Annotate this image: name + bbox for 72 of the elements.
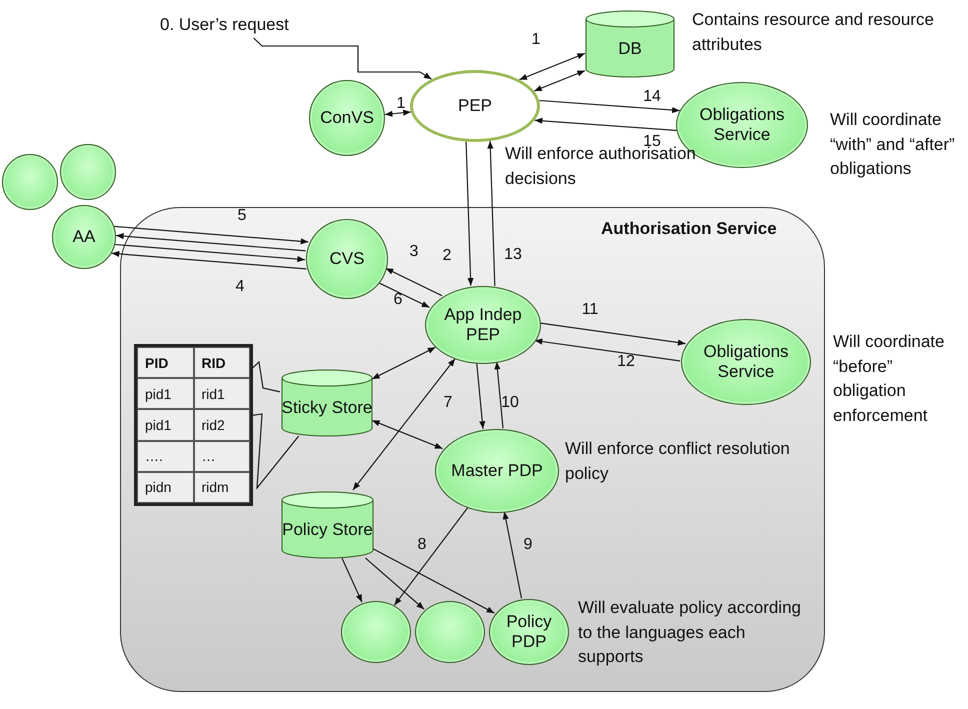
- connector-arrow: [384, 110, 411, 117]
- step-number: 3: [410, 243, 418, 261]
- connector-arrow: [372, 548, 495, 614]
- service-container: [120, 207, 825, 692]
- annotation-text: Will enforce conflict resolution policy: [565, 438, 791, 485]
- service-ellipse: Master PDP: [435, 429, 559, 513]
- annotation-text: Will coordinate “before” obligation enforcement: [833, 331, 946, 427]
- connector-arrow: [112, 250, 307, 270]
- step-number: 11: [582, 301, 598, 319]
- connector-arrow: [519, 52, 586, 80]
- data-table: [134, 344, 253, 506]
- connector-arrow: [372, 420, 443, 450]
- request-text: 0. User’s request: [160, 12, 320, 38]
- step-number: 13: [504, 246, 522, 264]
- column-header: RID: [194, 347, 250, 378]
- connector-arrow: [378, 282, 430, 308]
- table-cell: ….: [137, 440, 194, 472]
- step-number: 4: [236, 278, 244, 296]
- container-title: Authorisation Service: [601, 218, 777, 240]
- annotation-text: Contains resource and resource attributes: [692, 9, 935, 56]
- connector-arrow: [534, 338, 680, 362]
- service-ellipse: AA: [52, 205, 116, 269]
- step-number: 14: [643, 88, 661, 106]
- service-ellipse: App Indep PEP: [425, 286, 541, 364]
- connector-arrow: [365, 558, 424, 610]
- datastore-cylinder: DB: [585, 10, 675, 78]
- step-number: 5: [238, 207, 246, 225]
- service-ellipse: ConVS: [309, 80, 385, 156]
- connector-arrow: [114, 226, 308, 244]
- connector-arrow: [115, 244, 306, 262]
- table-cell: pidn: [137, 472, 194, 503]
- annotation-text: Will coordinate “with” and “after” obligations: [830, 109, 955, 180]
- step-number: 10: [501, 394, 519, 412]
- step-number: 12: [617, 353, 635, 371]
- step-number: 1: [396, 95, 406, 113]
- service-ellipse: CVS: [306, 219, 388, 299]
- connector-arrow: [385, 268, 442, 296]
- table-cell: …: [194, 440, 250, 472]
- connector-arrow: [372, 346, 436, 380]
- connector-arrow: [394, 507, 468, 606]
- table-cell: ridm: [194, 472, 250, 503]
- stacked-ellipse: [415, 601, 485, 663]
- step-number: 7: [444, 394, 452, 412]
- column-header: PID: [137, 347, 194, 378]
- service-ellipse: Policy PDP: [489, 599, 569, 665]
- step-number: 8: [418, 536, 426, 554]
- connector-arrow: [466, 142, 474, 286]
- table-cell: rid2: [194, 409, 250, 441]
- connector-arrow: [487, 140, 496, 286]
- connector-arrow: [116, 233, 306, 252]
- connector-arrow: [502, 512, 522, 598]
- step-number: 9: [524, 536, 532, 554]
- connector-arrow: [540, 322, 686, 346]
- connector-arrow: [494, 362, 504, 428]
- step-number: 2: [442, 247, 452, 265]
- step-number: 6: [394, 291, 402, 309]
- step-number: 1: [532, 31, 540, 49]
- connector-arrow: [253, 38, 432, 80]
- service-ellipse: PEP: [410, 70, 540, 142]
- connector-arrow: [352, 358, 456, 490]
- datastore-cylinder: Sticky Store: [281, 369, 373, 437]
- connector-arrow: [534, 118, 677, 131]
- connector-arrow: [341, 558, 362, 602]
- table-cell: pid1: [137, 409, 194, 441]
- table-cell: pid1: [137, 378, 194, 410]
- table-cell: rid1: [194, 378, 250, 410]
- datastore-cylinder: Policy Store: [281, 491, 374, 559]
- annotation-text: Will evaluate policy according to the languages each supports: [578, 597, 802, 668]
- service-ellipse: Obligations Service: [681, 319, 811, 405]
- connector-arrow: [539, 100, 680, 114]
- connector-arrow: [476, 362, 486, 429]
- connector-arrow: [534, 70, 586, 92]
